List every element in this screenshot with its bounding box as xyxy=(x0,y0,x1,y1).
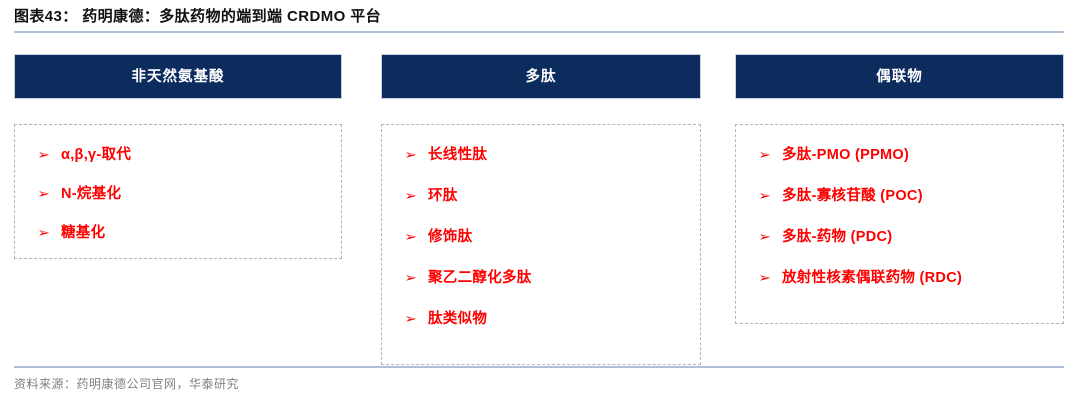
arrow-right-icon: ➢ xyxy=(404,270,417,285)
column-header-2: 多肽 xyxy=(381,54,701,99)
column-header-3: 偶联物 xyxy=(735,54,1064,99)
source-note: 资料来源：药明康德公司官网，华泰研究 xyxy=(14,377,240,391)
arrow-right-icon: ➢ xyxy=(758,270,771,285)
list-item: ➢ 修饰肽 xyxy=(382,225,700,246)
list-item: ➢ 长线性肽 xyxy=(382,143,700,164)
title-divider xyxy=(14,31,1064,33)
arrow-right-icon: ➢ xyxy=(404,229,417,244)
column-peptide: 多肽 ➢ 长线性肽 ➢ 环肽 ➢ 修饰肽 ➢ 聚乙二醇化多肽 ➢ 肽类似物 xyxy=(381,54,701,365)
list-item-label: 放射性核素偶联药物 (RDC) xyxy=(782,270,963,286)
arrow-right-icon: ➢ xyxy=(758,188,771,203)
list-item: ➢ 多肽-PMO (PPMO) xyxy=(736,143,1063,164)
arrow-right-icon: ➢ xyxy=(404,188,417,203)
list-item-label: 长线性肽 xyxy=(428,147,488,163)
footer-divider xyxy=(14,366,1064,368)
page-title: 图表43： 药明康德：多肽药物的端到端 CRDMO 平台 xyxy=(14,8,382,25)
column-header-1: 非天然氨基酸 xyxy=(14,54,342,99)
list-item-label: 肽类似物 xyxy=(428,311,488,327)
list-item-label: α,β,γ-取代 xyxy=(61,147,132,163)
column-body-3: ➢ 多肽-PMO (PPMO) ➢ 多肽-寡核苷酸 (POC) ➢ 多肽-药物 … xyxy=(735,124,1064,324)
arrow-right-icon: ➢ xyxy=(37,186,50,201)
list-item: ➢ 放射性核素偶联药物 (RDC) xyxy=(736,266,1063,287)
list-item: ➢ 多肽-寡核苷酸 (POC) xyxy=(736,184,1063,205)
list-item: ➢ 多肽-药物 (PDC) xyxy=(736,225,1063,246)
list-item-label: 聚乙二醇化多肽 xyxy=(428,270,532,286)
arrow-right-icon: ➢ xyxy=(758,229,771,244)
list-item-label: 环肽 xyxy=(428,188,458,204)
column-body-1: ➢ α,β,γ-取代 ➢ N-烷基化 ➢ 糖基化 xyxy=(14,124,342,259)
arrow-right-icon: ➢ xyxy=(404,147,417,162)
list-item: ➢ α,β,γ-取代 xyxy=(15,143,341,164)
list-item-label: 糖基化 xyxy=(61,225,106,241)
list-item: ➢ 聚乙二醇化多肽 xyxy=(382,266,700,287)
column-conjugate: 偶联物 ➢ 多肽-PMO (PPMO) ➢ 多肽-寡核苷酸 (POC) ➢ 多肽… xyxy=(735,54,1064,324)
list-item-label: 多肽-寡核苷酸 (POC) xyxy=(782,188,923,204)
column-unnatural-amino-acids: 非天然氨基酸 ➢ α,β,γ-取代 ➢ N-烷基化 ➢ 糖基化 xyxy=(14,54,342,259)
arrow-right-icon: ➢ xyxy=(37,147,50,162)
arrow-right-icon: ➢ xyxy=(404,311,417,326)
list-item: ➢ N-烷基化 xyxy=(15,182,341,203)
list-item-label: 修饰肽 xyxy=(428,229,473,245)
list-item-label: 多肽-PMO (PPMO) xyxy=(782,147,910,163)
list-item-label: 多肽-药物 (PDC) xyxy=(782,229,893,245)
arrow-right-icon: ➢ xyxy=(37,225,50,240)
column-body-2: ➢ 长线性肽 ➢ 环肽 ➢ 修饰肽 ➢ 聚乙二醇化多肽 ➢ 肽类似物 xyxy=(381,124,701,365)
list-item: ➢ 环肽 xyxy=(382,184,700,205)
list-item-label: N-烷基化 xyxy=(61,186,122,202)
list-item: ➢ 糖基化 xyxy=(15,221,341,242)
arrow-right-icon: ➢ xyxy=(758,147,771,162)
list-item: ➢ 肽类似物 xyxy=(382,307,700,328)
